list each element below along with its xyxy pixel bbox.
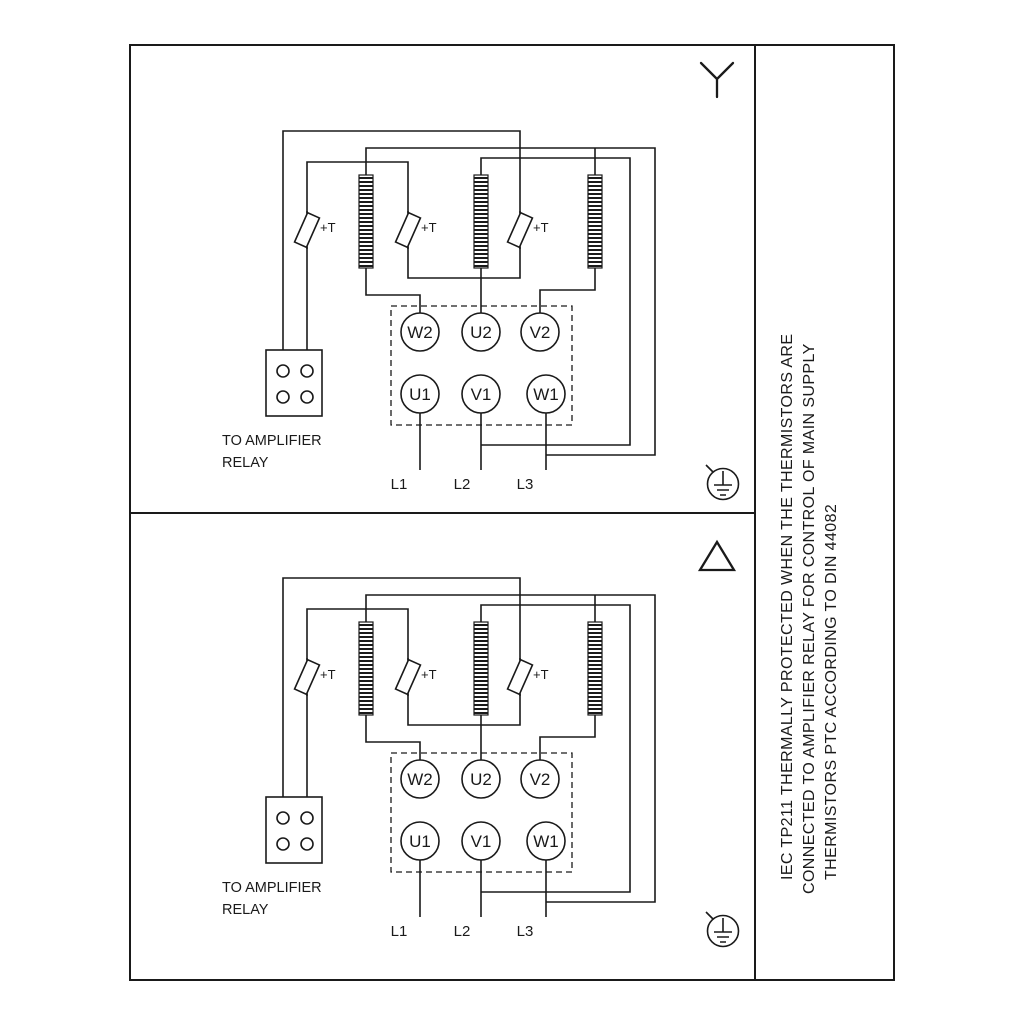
thermistor-label: +T xyxy=(320,220,336,235)
terminal-block: W2 U2 V2 U1 V1 W1 xyxy=(390,305,573,426)
thermistor-3: +T xyxy=(506,211,549,249)
terminal-label: V1 xyxy=(471,832,492,851)
relay-caption-line1: TO AMPLIFIER xyxy=(222,433,322,449)
winding-bar xyxy=(473,174,489,269)
terminal-v1 xyxy=(461,821,501,861)
terminal-v1 xyxy=(461,374,501,414)
drawing-frame xyxy=(129,44,895,981)
amplifier-relay-box: TO AMPLIFIER RELAY xyxy=(222,796,323,918)
terminal-label: W2 xyxy=(407,770,433,789)
terminal-label: U2 xyxy=(470,323,492,342)
side-note: IEC TP211 THERMALLY PROTECTED WHEN THE T… xyxy=(779,334,840,894)
winding-bar xyxy=(587,621,603,716)
supply-lines: L1 L2 L3 xyxy=(391,476,534,493)
motor-windings xyxy=(358,621,603,716)
thermistor-icon xyxy=(293,658,321,696)
terminal-u1 xyxy=(400,821,440,861)
terminal-label: W1 xyxy=(533,832,559,851)
panel-star: +T +T +T W2 U2 V2 U1 V1 W1 xyxy=(222,61,740,501)
relay-hole xyxy=(276,837,290,851)
terminal-label: U1 xyxy=(409,385,431,404)
terminal-block: W2 U2 V2 U1 V1 W1 xyxy=(390,752,573,873)
thermistor-label: +T xyxy=(421,667,437,682)
terminal-u2 xyxy=(461,312,501,352)
terminal-block-outline xyxy=(390,752,573,873)
supply-label-l3: L3 xyxy=(517,923,534,940)
thermistor-icon xyxy=(394,211,422,249)
side-note-line2: CONNECTED TO AMPLIFIER RELAY FOR CONTROL… xyxy=(801,343,818,894)
delta-connection-icon xyxy=(697,539,737,572)
thermistor-2: +T xyxy=(394,658,437,696)
relay-caption-line2: RELAY xyxy=(222,902,269,918)
relay-hole xyxy=(300,837,314,851)
earth-ground-icon xyxy=(705,464,740,501)
winding-bar xyxy=(587,174,603,269)
thermistor-2: +T xyxy=(394,211,437,249)
terminal-label: V2 xyxy=(530,323,551,342)
terminal-v2 xyxy=(520,312,560,352)
star-connection-icon xyxy=(699,61,735,99)
relay-hole xyxy=(300,811,314,825)
thermistor-3: +T xyxy=(506,658,549,696)
supply-label-l2: L2 xyxy=(454,476,471,493)
thermistor-label: +T xyxy=(533,220,549,235)
terminal-label: V1 xyxy=(471,385,492,404)
terminal-u2 xyxy=(461,759,501,799)
earth-glyph xyxy=(705,464,732,496)
terminal-label: U2 xyxy=(470,770,492,789)
relay-hole xyxy=(276,811,290,825)
supply-label-l1: L1 xyxy=(391,923,408,940)
thermistor-icon xyxy=(506,658,534,696)
terminal-w1 xyxy=(526,374,566,414)
terminal-u1 xyxy=(400,374,440,414)
terminal-label: V2 xyxy=(530,770,551,789)
terminal-label: U1 xyxy=(409,832,431,851)
relay-hole xyxy=(300,390,314,404)
winding-bar xyxy=(473,621,489,716)
supply-label-l1: L1 xyxy=(391,476,408,493)
terminal-label: W2 xyxy=(407,323,433,342)
terminal-w2 xyxy=(400,759,440,799)
thermistor-1: +T xyxy=(293,658,336,696)
motor-windings xyxy=(358,174,603,269)
supply-label-l2: L2 xyxy=(454,923,471,940)
terminal-v2 xyxy=(520,759,560,799)
earth-glyph xyxy=(705,911,732,943)
thermistor-label: +T xyxy=(320,667,336,682)
relay-caption-line1: TO AMPLIFIER xyxy=(222,880,322,896)
amplifier-relay-box: TO AMPLIFIER RELAY xyxy=(222,349,323,471)
thermistor-icon xyxy=(394,658,422,696)
panel-delta: +T +T +T W2 U2 V2 U1 V1 W1 xyxy=(222,539,740,948)
relay-box-outline xyxy=(265,349,323,417)
relay-hole xyxy=(276,390,290,404)
terminal-w1 xyxy=(526,821,566,861)
terminal-label: W1 xyxy=(533,385,559,404)
earth-ground-icon xyxy=(705,911,740,948)
relay-hole xyxy=(300,364,314,378)
thermistor-icon xyxy=(293,211,321,249)
relay-box-outline xyxy=(265,796,323,864)
relay-caption-line2: RELAY xyxy=(222,455,269,471)
wires xyxy=(282,577,656,917)
winding-bar xyxy=(358,174,374,269)
winding-bar xyxy=(358,621,374,716)
thermistor-1: +T xyxy=(293,211,336,249)
terminal-block-outline xyxy=(390,305,573,426)
thermistor-label: +T xyxy=(421,220,437,235)
terminal-w2 xyxy=(400,312,440,352)
thermistor-label: +T xyxy=(533,667,549,682)
side-note-line1: IEC TP211 THERMALLY PROTECTED WHEN THE T… xyxy=(779,334,796,880)
thermistor-icon xyxy=(506,211,534,249)
side-note-line3: THERMISTORS PTC ACCORDING TO DIN 44082 xyxy=(823,504,840,880)
relay-hole xyxy=(276,364,290,378)
supply-lines: L1 L2 L3 xyxy=(391,923,534,940)
wires xyxy=(282,130,656,470)
supply-label-l3: L3 xyxy=(517,476,534,493)
